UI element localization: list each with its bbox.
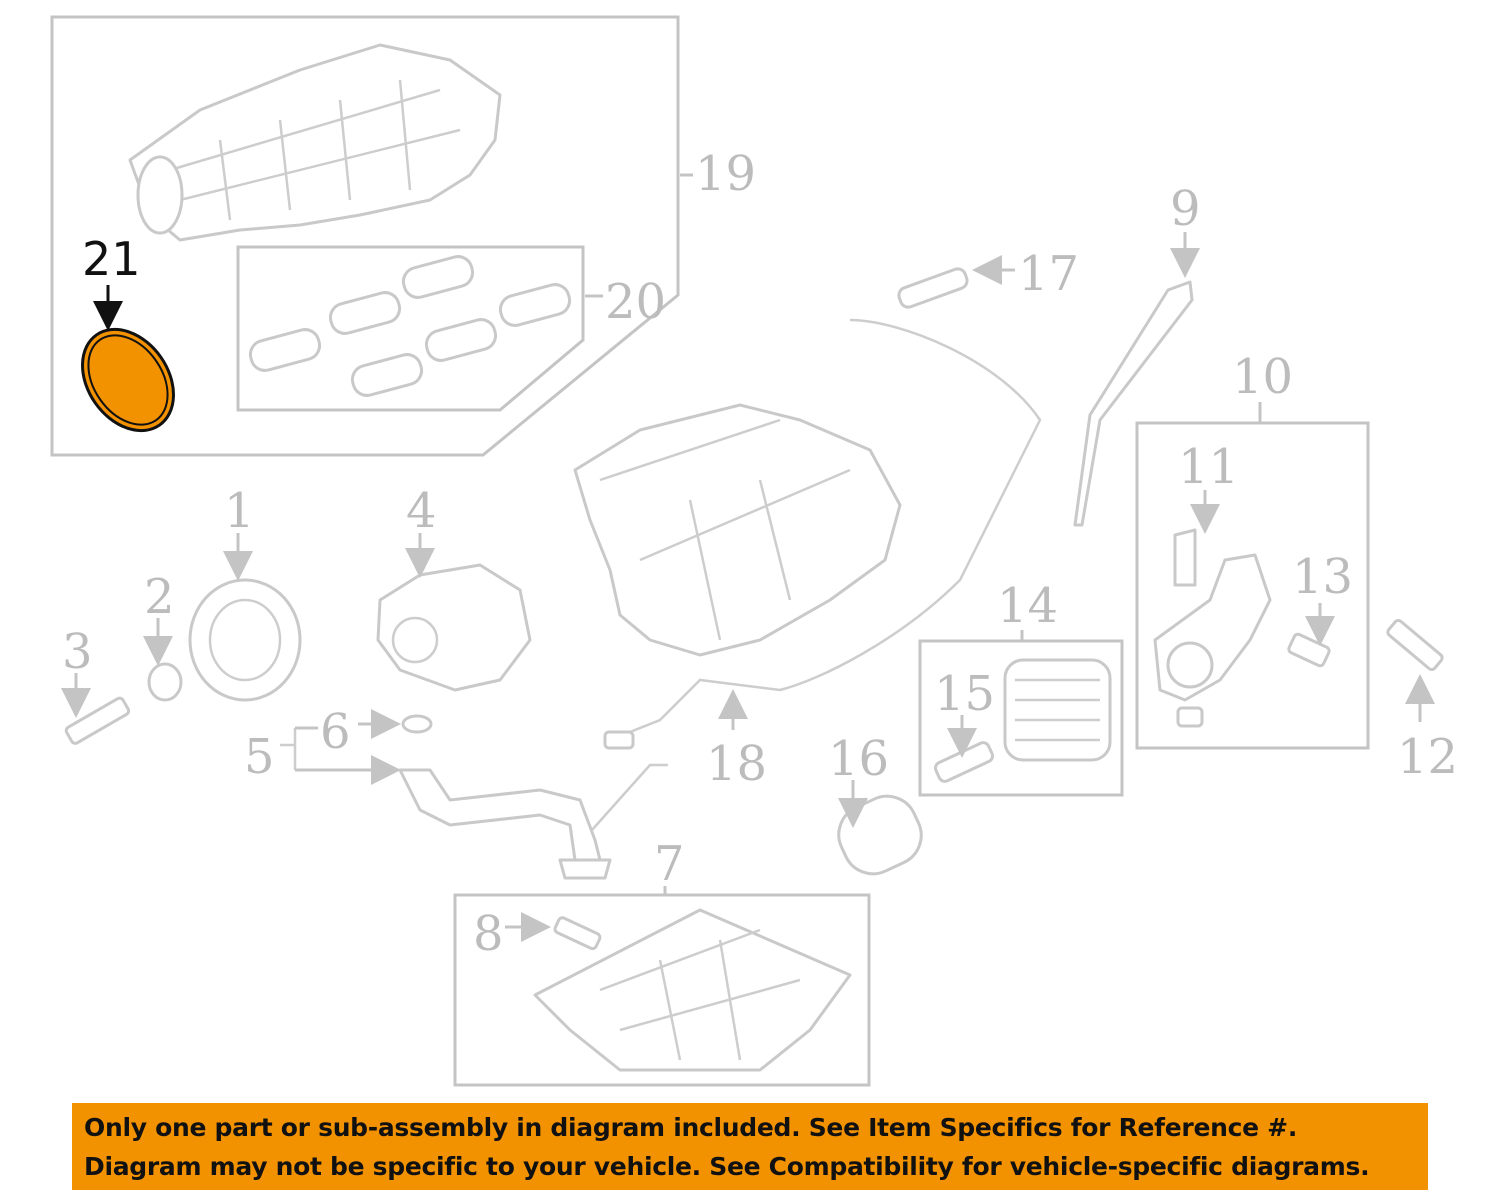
callout-12: 12 bbox=[1397, 729, 1458, 785]
highlighted-part-21[interactable] bbox=[64, 285, 193, 448]
group-box-19 bbox=[50, 15, 680, 457]
callout-11: 11 bbox=[1178, 439, 1239, 495]
callout-6: 6 bbox=[320, 704, 351, 760]
callout-16: 16 bbox=[828, 731, 889, 787]
disclaimer-banner: Only one part or sub-assembly in diagram… bbox=[72, 1103, 1428, 1190]
callout-4: 4 bbox=[406, 483, 437, 539]
callout-3: 3 bbox=[62, 624, 93, 680]
disclaimer-line-1: Only one part or sub-assembly in diagram… bbox=[84, 1112, 1298, 1142]
manifold-gaskets-drawing bbox=[248, 255, 603, 397]
callout-15: 15 bbox=[934, 666, 995, 722]
group-box-20 bbox=[236, 245, 585, 412]
dipstick-tube-drawing bbox=[1073, 232, 1200, 527]
oil-pan-drawing bbox=[505, 886, 852, 1072]
oil-filter-drawing bbox=[837, 780, 923, 876]
callout-17: 17 bbox=[1018, 246, 1079, 302]
callout-8: 8 bbox=[473, 906, 504, 962]
bolt-12-drawing bbox=[1386, 618, 1444, 722]
bolt-3-drawing bbox=[61, 673, 131, 745]
callout-5: 5 bbox=[244, 729, 275, 785]
callout-1: 1 bbox=[224, 483, 255, 539]
sensor-17-drawing bbox=[897, 255, 1015, 309]
crankshaft-pulley-drawing bbox=[188, 533, 302, 702]
callout-13: 13 bbox=[1292, 549, 1353, 605]
oil-pump-drawing bbox=[376, 533, 532, 692]
callout-18: 18 bbox=[706, 736, 767, 792]
callout-19: 19 bbox=[695, 146, 756, 202]
group-box-7 bbox=[453, 893, 871, 1087]
oil-filter-housing-drawing bbox=[1153, 402, 1335, 728]
oil-cooler-drawing bbox=[933, 630, 1112, 783]
callout-7: 7 bbox=[654, 836, 685, 892]
intake-manifold-drawing bbox=[128, 43, 693, 242]
callout-2: 2 bbox=[144, 569, 175, 625]
callout-20: 20 bbox=[605, 274, 666, 330]
disclaimer-line-2: Diagram may not be specific to your vehi… bbox=[84, 1151, 1370, 1181]
callout-14: 14 bbox=[997, 578, 1058, 634]
callout-9: 9 bbox=[1170, 181, 1201, 237]
callout-10: 10 bbox=[1232, 349, 1293, 405]
group-box-10 bbox=[1135, 421, 1370, 750]
sensor-wire-drawing bbox=[603, 318, 1042, 750]
washer-drawing bbox=[143, 618, 183, 702]
oil-pickup-tube-drawing bbox=[280, 709, 668, 880]
engine-block-drawing bbox=[573, 403, 902, 657]
callout-21: 21 bbox=[82, 232, 141, 286]
